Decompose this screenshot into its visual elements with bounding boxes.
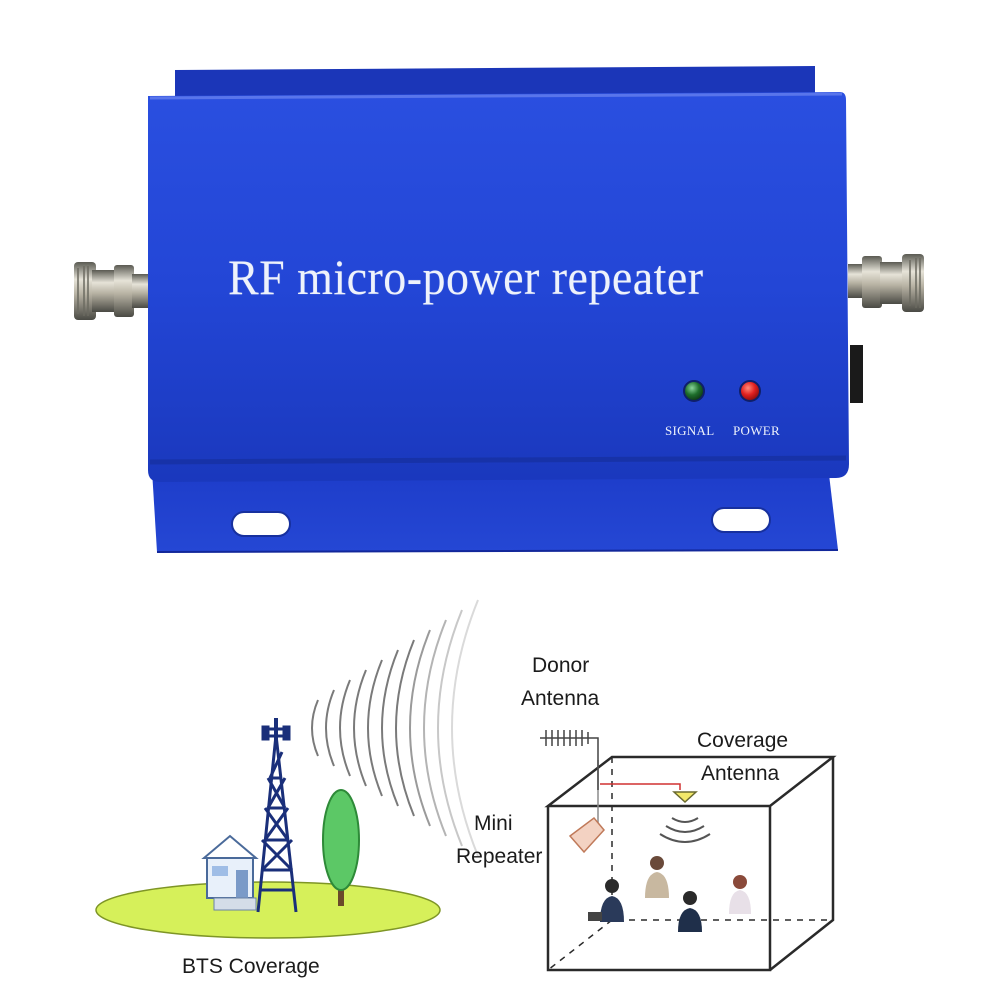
antenna-connector-right <box>848 254 924 312</box>
coverage-antenna-label-line1: Coverage <box>697 729 789 752</box>
donor-antenna-label-line1: Donor <box>532 654 590 677</box>
mounting-slot-right <box>711 507 771 533</box>
dome-antenna-icon <box>659 791 711 843</box>
mini-repeater-label-line1: Mini <box>474 812 513 835</box>
radio-tower-icon <box>256 718 298 913</box>
yagi-antenna-icon <box>540 730 599 790</box>
mini-repeater-label-line2: Repeater <box>456 845 543 868</box>
mini-repeater-icon <box>568 816 605 854</box>
ground-ellipse <box>95 881 441 939</box>
donor-antenna-label-line2: Antenna <box>521 687 600 710</box>
enclosure-back-rim <box>175 66 815 96</box>
signal-led-label: SIGNAL <box>665 423 715 438</box>
tree-icon <box>322 789 360 906</box>
room-box-icon <box>544 755 837 972</box>
people-icon <box>588 856 751 932</box>
signal-waves-icon <box>311 599 479 857</box>
coverage-diagram <box>95 599 837 972</box>
power-led-label: POWER <box>733 423 780 438</box>
power-led <box>739 380 761 402</box>
enclosure-front <box>148 92 849 482</box>
signal-led <box>683 380 705 402</box>
bts-coverage-label: BTS Coverage <box>182 955 320 978</box>
repeater-device <box>74 66 924 553</box>
mounting-flange <box>152 466 838 552</box>
power-switch <box>850 345 863 403</box>
antenna-connector-left <box>74 262 148 320</box>
house-icon <box>201 834 259 911</box>
mounting-slot-left <box>231 511 291 537</box>
coverage-antenna-label-line2: Antenna <box>701 762 780 785</box>
device-title: RF micro-power repeater <box>228 249 704 305</box>
